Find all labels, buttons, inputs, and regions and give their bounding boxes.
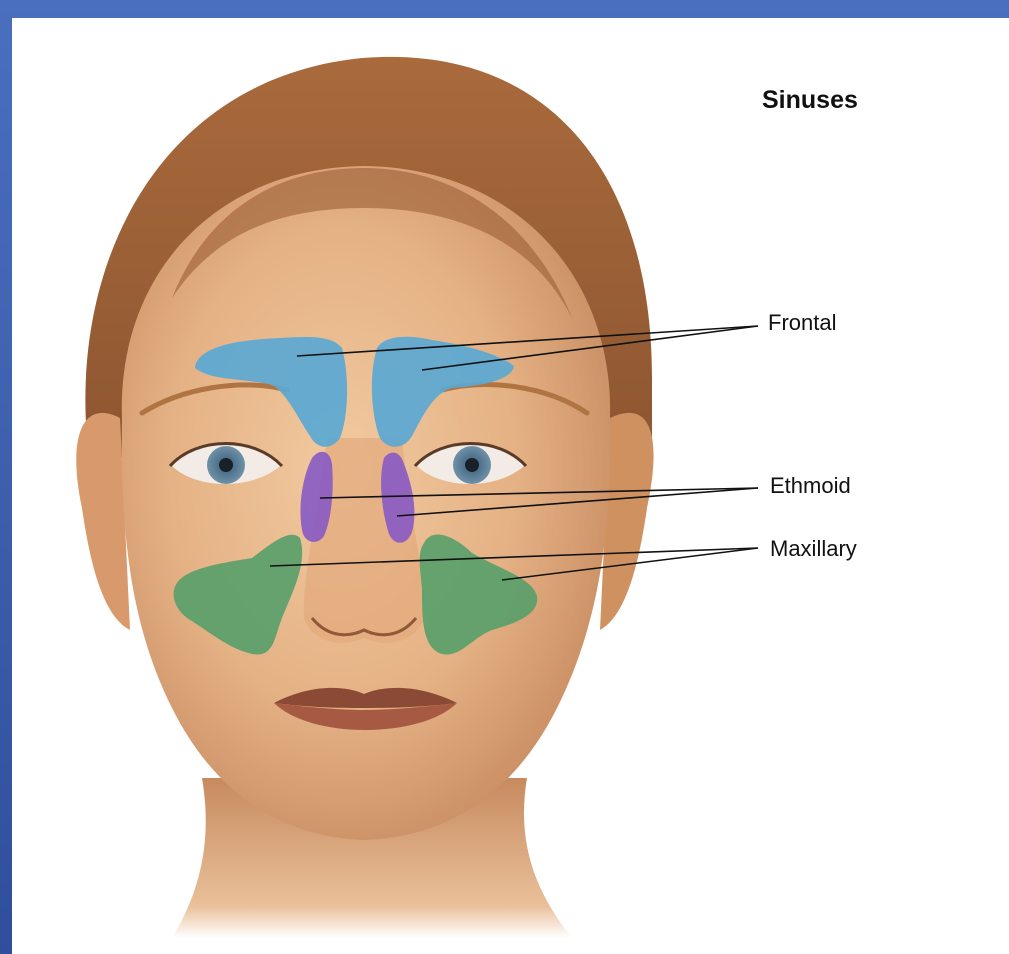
label-frontal: Frontal	[768, 310, 836, 336]
label-ethmoid: Ethmoid	[770, 473, 851, 499]
diagram-title: Sinuses	[762, 86, 858, 115]
diagram-canvas: Sinuses Frontal Ethmoid Maxillary	[12, 18, 1009, 954]
label-maxillary: Maxillary	[770, 536, 857, 562]
face-illustration	[12, 18, 1009, 954]
